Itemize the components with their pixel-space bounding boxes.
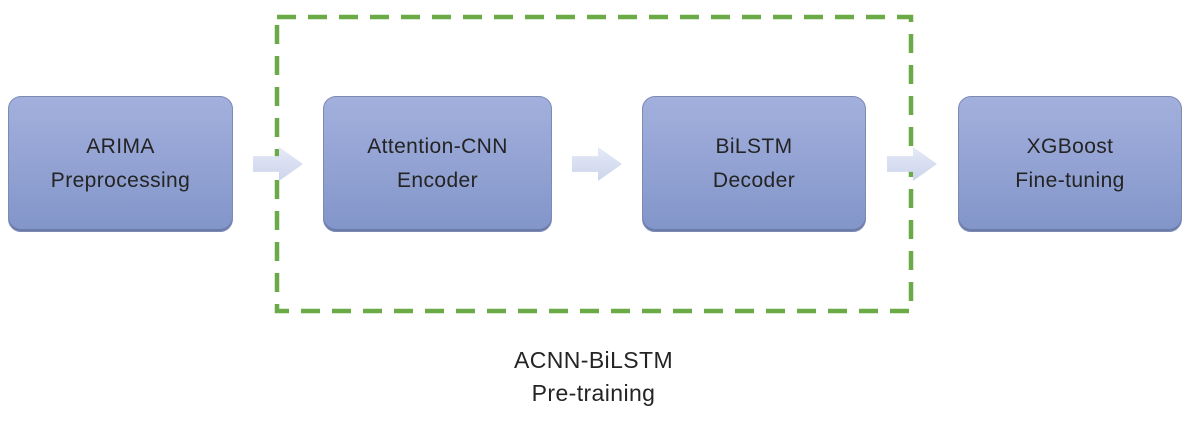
node-label-line: ARIMA <box>86 135 155 158</box>
group-caption: ACNN-BiLSTM Pre-training <box>275 344 912 410</box>
node-label-line: Encoder <box>396 169 479 192</box>
node-label-line: BiLSTM <box>715 135 793 158</box>
node-arima-preprocessing: ARIMA Preprocessing <box>8 96 233 232</box>
node-attention-cnn-encoder: Attention-CNN Encoder <box>323 96 552 232</box>
node-label-line: Attention-CNN <box>367 135 508 158</box>
node-label-line: Decoder <box>712 169 796 192</box>
group-caption-line-2: Pre-training <box>531 380 656 406</box>
node-xgboost-fine-tuning: XGBoost Fine-tuning <box>958 96 1182 232</box>
node-bilstm-decoder: BiLSTM Decoder <box>642 96 866 232</box>
group-caption-line-1: ACNN-BiLSTM <box>513 347 674 373</box>
node-label-line: Preprocessing <box>50 169 191 192</box>
node-label-line: Fine-tuning <box>1015 169 1125 192</box>
node-label-line: XGBoost <box>1026 135 1114 158</box>
